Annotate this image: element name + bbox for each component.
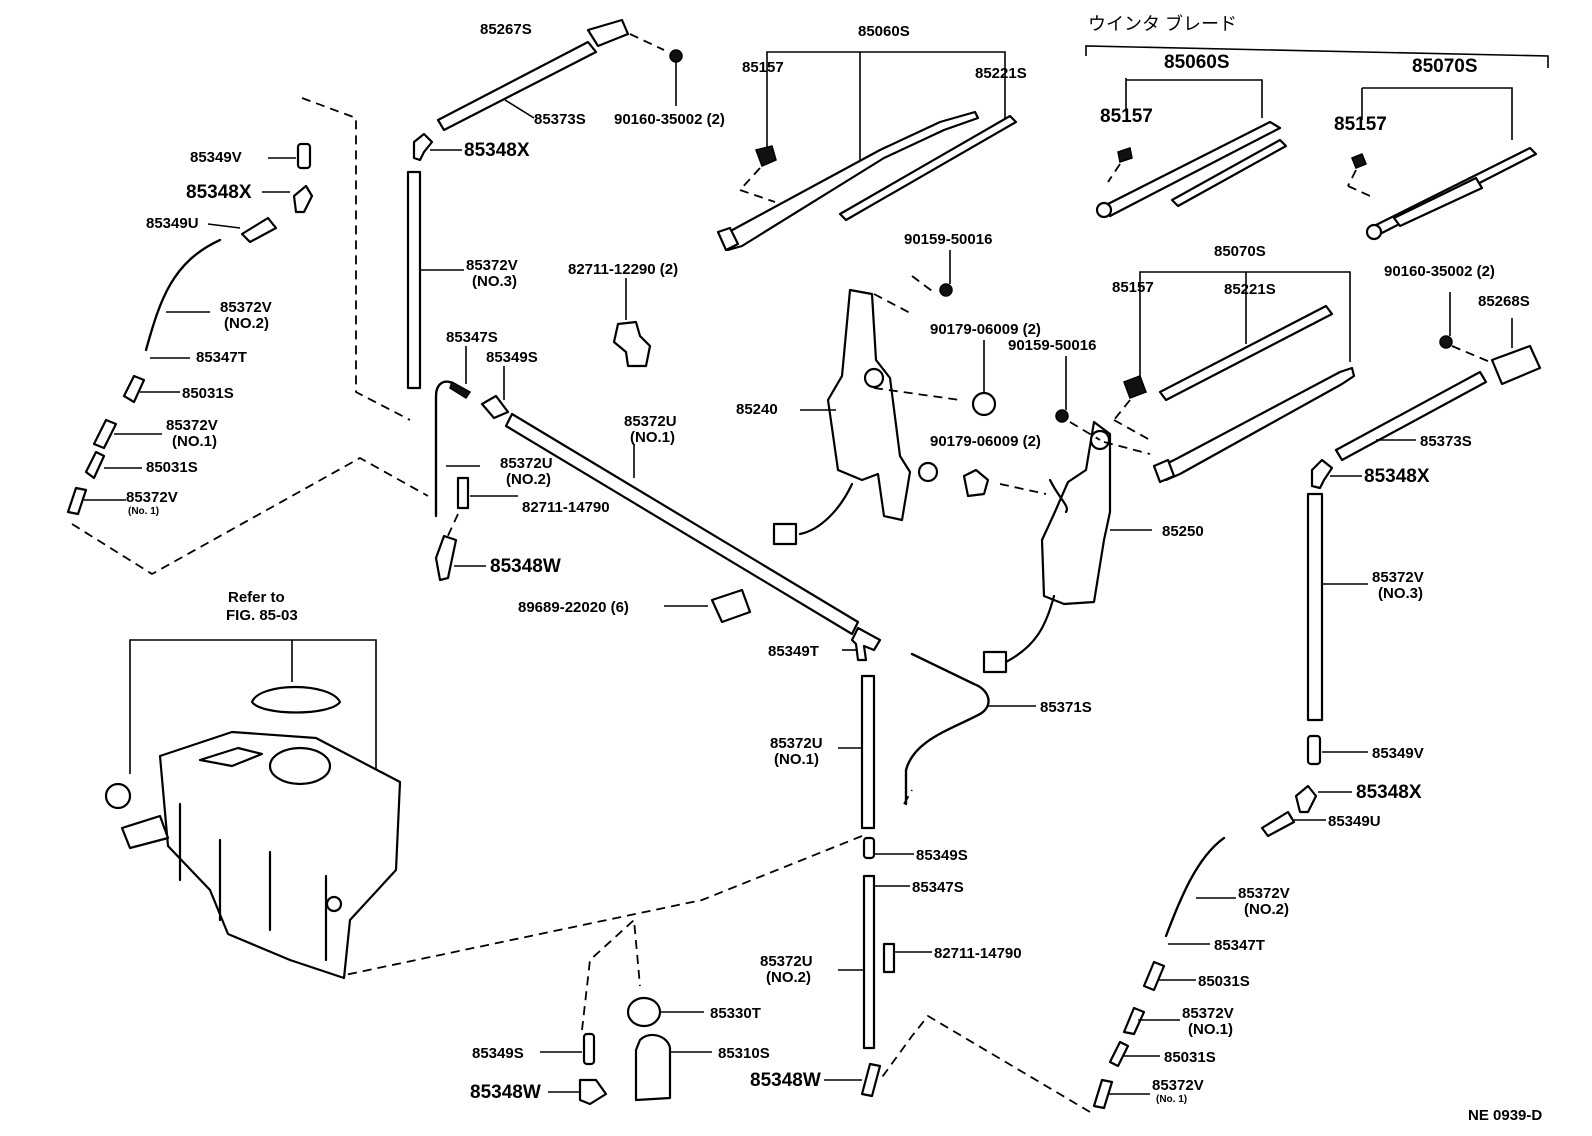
label-85348W-center: 85348W xyxy=(490,556,561,577)
label-85347T-rear: 85347T xyxy=(1214,937,1265,954)
label-85372U-no2-vert: 85372U xyxy=(760,953,813,970)
blade-header-title: ウインタ ブレード xyxy=(1088,13,1237,34)
label-90159-50016-rear: 90159-50016 xyxy=(1008,337,1096,354)
label-85070S-rear: 85070S xyxy=(1214,243,1266,260)
label-85347T-left: 85347T xyxy=(196,349,247,366)
label-85373S-rear: 85373S xyxy=(1420,433,1472,450)
washer-tank xyxy=(104,639,402,980)
label-85031S-left-2: 85031S xyxy=(146,459,198,476)
label-85372V-no2-left-sub: (NO.2) xyxy=(224,315,269,332)
label-85372V-no2-left: 85372V xyxy=(220,299,272,316)
label-85349T: 85349T xyxy=(768,643,819,660)
label-85372V-no3-front-sub: (NO.3) xyxy=(472,273,517,290)
label-85372V-no1b-left-sub: (No. 1) xyxy=(128,506,159,517)
label-85070S-winter: 85070S xyxy=(1412,56,1478,77)
label-refer-to: Refer to xyxy=(228,589,285,606)
label-85372U-no1-vert: 85372U xyxy=(770,735,823,752)
label-fig-85-03: FIG. 85-03 xyxy=(226,607,298,624)
wiper-motor-rear xyxy=(982,356,1152,674)
label-85372U-no1-diag: 85372U xyxy=(624,413,677,430)
label-82711-12290: 82711-12290 (2) xyxy=(568,261,678,278)
label-85349V-rear: 85349V xyxy=(1372,745,1424,762)
label-85348X-rear-2: 85348X xyxy=(1356,782,1422,803)
label-85372U-no2-center: 85372U xyxy=(500,455,553,472)
label-85372V-no1b-left: 85372V xyxy=(126,489,178,506)
label-85349S-pump: 85349S xyxy=(472,1045,524,1062)
label-85372V-no1-left: 85372V xyxy=(166,417,218,434)
label-85349V-left: 85349V xyxy=(190,149,242,166)
label-85240: 85240 xyxy=(736,401,778,418)
label-85347S-vert: 85347S xyxy=(912,879,964,896)
label-90179-06009-rear: 90179-06009 (2) xyxy=(930,433,1041,450)
label-85330T: 85330T xyxy=(710,1005,761,1022)
label-85157-winter-2: 85157 xyxy=(1334,114,1387,135)
label-85371S: 85371S xyxy=(1040,699,1092,716)
label-82711-14790-vert: 82711-14790 xyxy=(934,945,1022,962)
label-85267S: 85267S xyxy=(480,21,532,38)
label-85372U-no1-diag-sub: (NO.1) xyxy=(630,429,675,446)
center-clamp-group xyxy=(434,278,860,636)
label-85372V-no1b-rear-sub: (No. 1) xyxy=(1156,1094,1187,1105)
label-90179-06009-front: 90179-06009 (2) xyxy=(930,321,1041,338)
label-85250: 85250 xyxy=(1162,523,1204,540)
label-85157-winter-1: 85157 xyxy=(1100,106,1153,127)
label-89689-22020: 89689-22020 (6) xyxy=(518,599,629,616)
label-85372V-no3-front: 85372V xyxy=(466,257,518,274)
label-85347S-center: 85347S xyxy=(446,329,498,346)
label-85373S-front: 85373S xyxy=(534,111,586,128)
label-85372V-no2-rear: 85372V xyxy=(1238,885,1290,902)
label-85372U-no2-center-sub: (NO.2) xyxy=(506,471,551,488)
label-85031S-rear-1: 85031S xyxy=(1198,973,1250,990)
label-85268S: 85268S xyxy=(1478,293,1530,310)
label-85372U-no2-vert-sub: (NO.2) xyxy=(766,969,811,986)
wiper-motor-front xyxy=(772,250,997,546)
wiper-arm-assembly-front xyxy=(716,51,1018,252)
label-85348X-front: 85348X xyxy=(464,140,530,161)
label-85349U-left: 85349U xyxy=(146,215,199,232)
label-85157-rear: 85157 xyxy=(1112,279,1154,296)
wiper-arm-assembly-rear xyxy=(1103,271,1356,484)
label-85348W-vert: 85348W xyxy=(750,1070,821,1091)
label-85348X-left: 85348X xyxy=(186,182,252,203)
label-85348W-pump: 85348W xyxy=(470,1082,541,1103)
washer-pump-group xyxy=(540,918,712,1106)
label-85372V-no1-rear: 85372V xyxy=(1182,1005,1234,1022)
label-90160-35002-front: 90160-35002 (2) xyxy=(614,111,725,128)
label-85348X-rear-1: 85348X xyxy=(1364,466,1430,487)
label-85221S-rear: 85221S xyxy=(1224,281,1276,298)
label-85372V-no1-rear-sub: (NO.1) xyxy=(1188,1021,1233,1038)
label-85349U-rear: 85349U xyxy=(1328,813,1381,830)
label-85372V-no1b-rear: 85372V xyxy=(1152,1077,1204,1094)
label-85372V-no3-rear: 85372V xyxy=(1372,569,1424,586)
figure-code: NE 0939-D xyxy=(1468,1107,1542,1124)
winter-blade-group xyxy=(1085,45,1549,241)
label-90159-50016-front: 90159-50016 xyxy=(904,231,992,248)
rear-nozzle-group xyxy=(879,292,1542,1113)
label-82711-14790-center: 82711-14790 xyxy=(522,499,610,516)
label-85349S-vert: 85349S xyxy=(916,847,968,864)
front-nozzle-group xyxy=(301,18,683,421)
label-85060S-front: 85060S xyxy=(858,23,910,40)
center-tjoint-group xyxy=(331,626,1036,1098)
label-85221S-front: 85221S xyxy=(975,65,1027,82)
label-85031S-left-1: 85031S xyxy=(182,385,234,402)
label-85060S-winter: 85060S xyxy=(1164,52,1230,73)
left-hose-chain xyxy=(66,142,429,576)
label-85031S-rear-2: 85031S xyxy=(1164,1049,1216,1066)
label-85349S-center: 85349S xyxy=(486,349,538,366)
label-85372V-no1-left-sub: (NO.1) xyxy=(172,433,217,450)
label-85310S: 85310S xyxy=(718,1045,770,1062)
label-85157-front: 85157 xyxy=(742,59,784,76)
label-90160-35002-rear: 90160-35002 (2) xyxy=(1384,263,1495,280)
label-85372V-no3-rear-sub: (NO.3) xyxy=(1378,585,1423,602)
label-85372V-no2-rear-sub: (NO.2) xyxy=(1244,901,1289,918)
label-85372U-no1-vert-sub: (NO.1) xyxy=(774,751,819,768)
